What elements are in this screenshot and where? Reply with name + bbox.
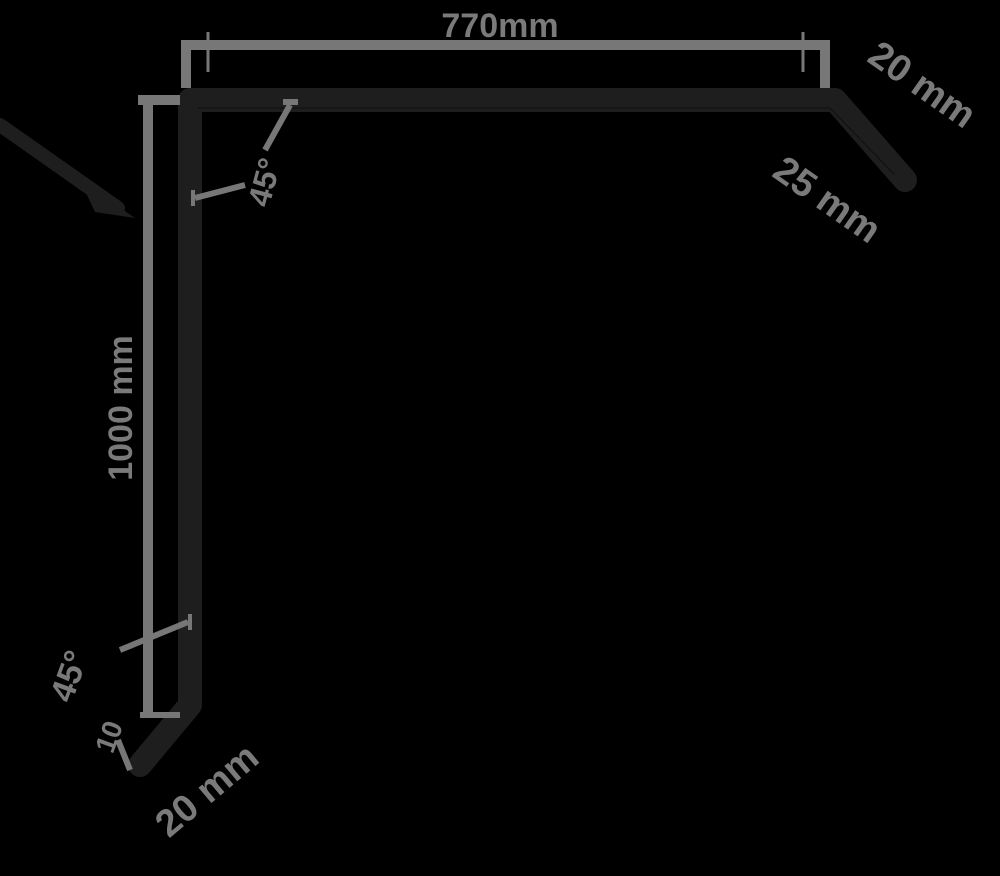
pointer-arrow-icon (0, 118, 135, 218)
top-right-flange-label: 20 mm (861, 33, 984, 136)
bottom-angle-leader (115, 614, 192, 772)
top-right-flange-label-b: 25 mm (766, 148, 889, 251)
top-angle-label: 45° (241, 154, 288, 210)
top-length-label: 770mm (441, 7, 558, 45)
bottom-angle-label: 45° (43, 646, 96, 707)
bent-profile (128, 88, 917, 777)
top-angle-leader (191, 99, 298, 206)
left-length-label: 1000 mm (102, 335, 140, 481)
top-dimension (181, 32, 830, 88)
left-dimension (138, 95, 180, 718)
